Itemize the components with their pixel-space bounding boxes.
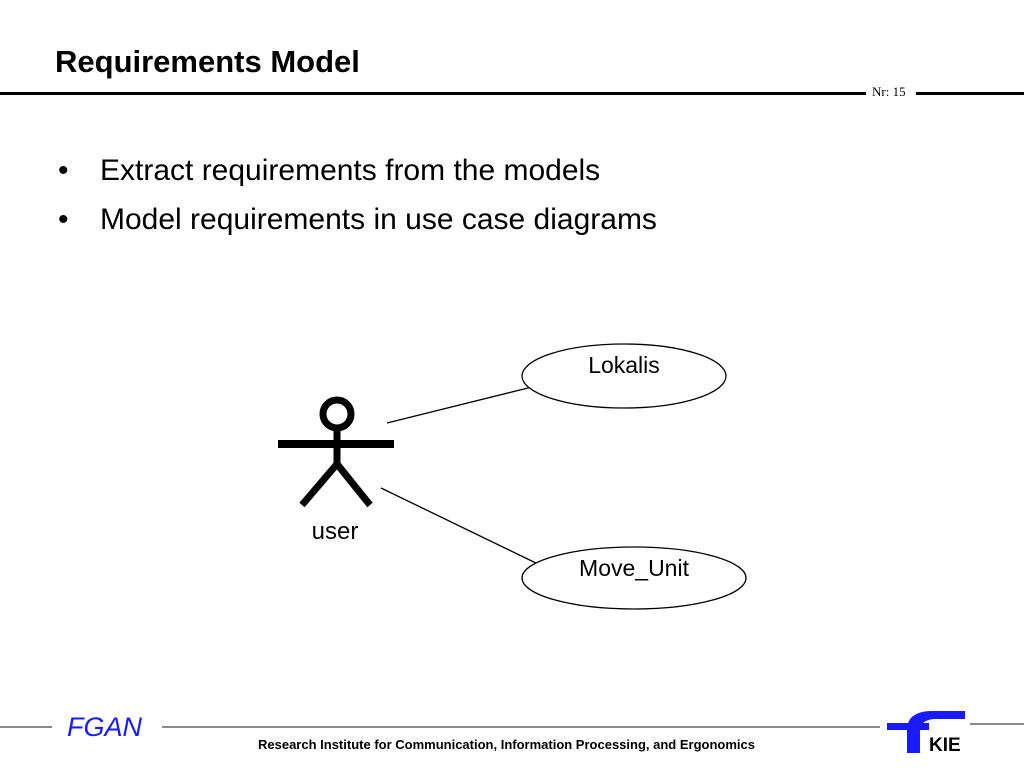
use-case-lokalis [521, 343, 727, 409]
use-case-label: Move_Unit [579, 555, 690, 581]
bullet-item: • Model requirements in use case diagrams [58, 203, 657, 237]
bullet-text: Model requirements in use case diagrams [100, 203, 657, 236]
fgan-logo: FGAN [67, 712, 143, 742]
fkie-logo: KIE [887, 711, 965, 756]
association-line-lokalis [386, 386, 533, 424]
use-case-move-unit [521, 546, 747, 610]
footer-institute-text: Research Institute for Communication, In… [258, 737, 755, 752]
bullet-marker: • [58, 203, 69, 236]
kie-logo-text: KIE [929, 735, 961, 756]
actor-left-leg [299, 461, 340, 508]
bullet-text: Extract requirements from the models [100, 154, 601, 187]
actor-label: user [312, 518, 359, 545]
actor-right-leg [334, 461, 373, 508]
association-line-move-unit [380, 487, 541, 566]
bullet-marker: • [58, 154, 69, 187]
header-rule-right [916, 92, 1024, 95]
header-rule-left [0, 92, 866, 95]
use-case-label: Lokalis [588, 352, 660, 378]
slide-title: Requirements Model [55, 44, 360, 79]
actor-stick-figure [278, 396, 394, 508]
actor-head [319, 396, 355, 432]
bullet-item: • Extract requirements from the models [58, 154, 600, 188]
page-number: Nr: 15 [872, 84, 906, 99]
